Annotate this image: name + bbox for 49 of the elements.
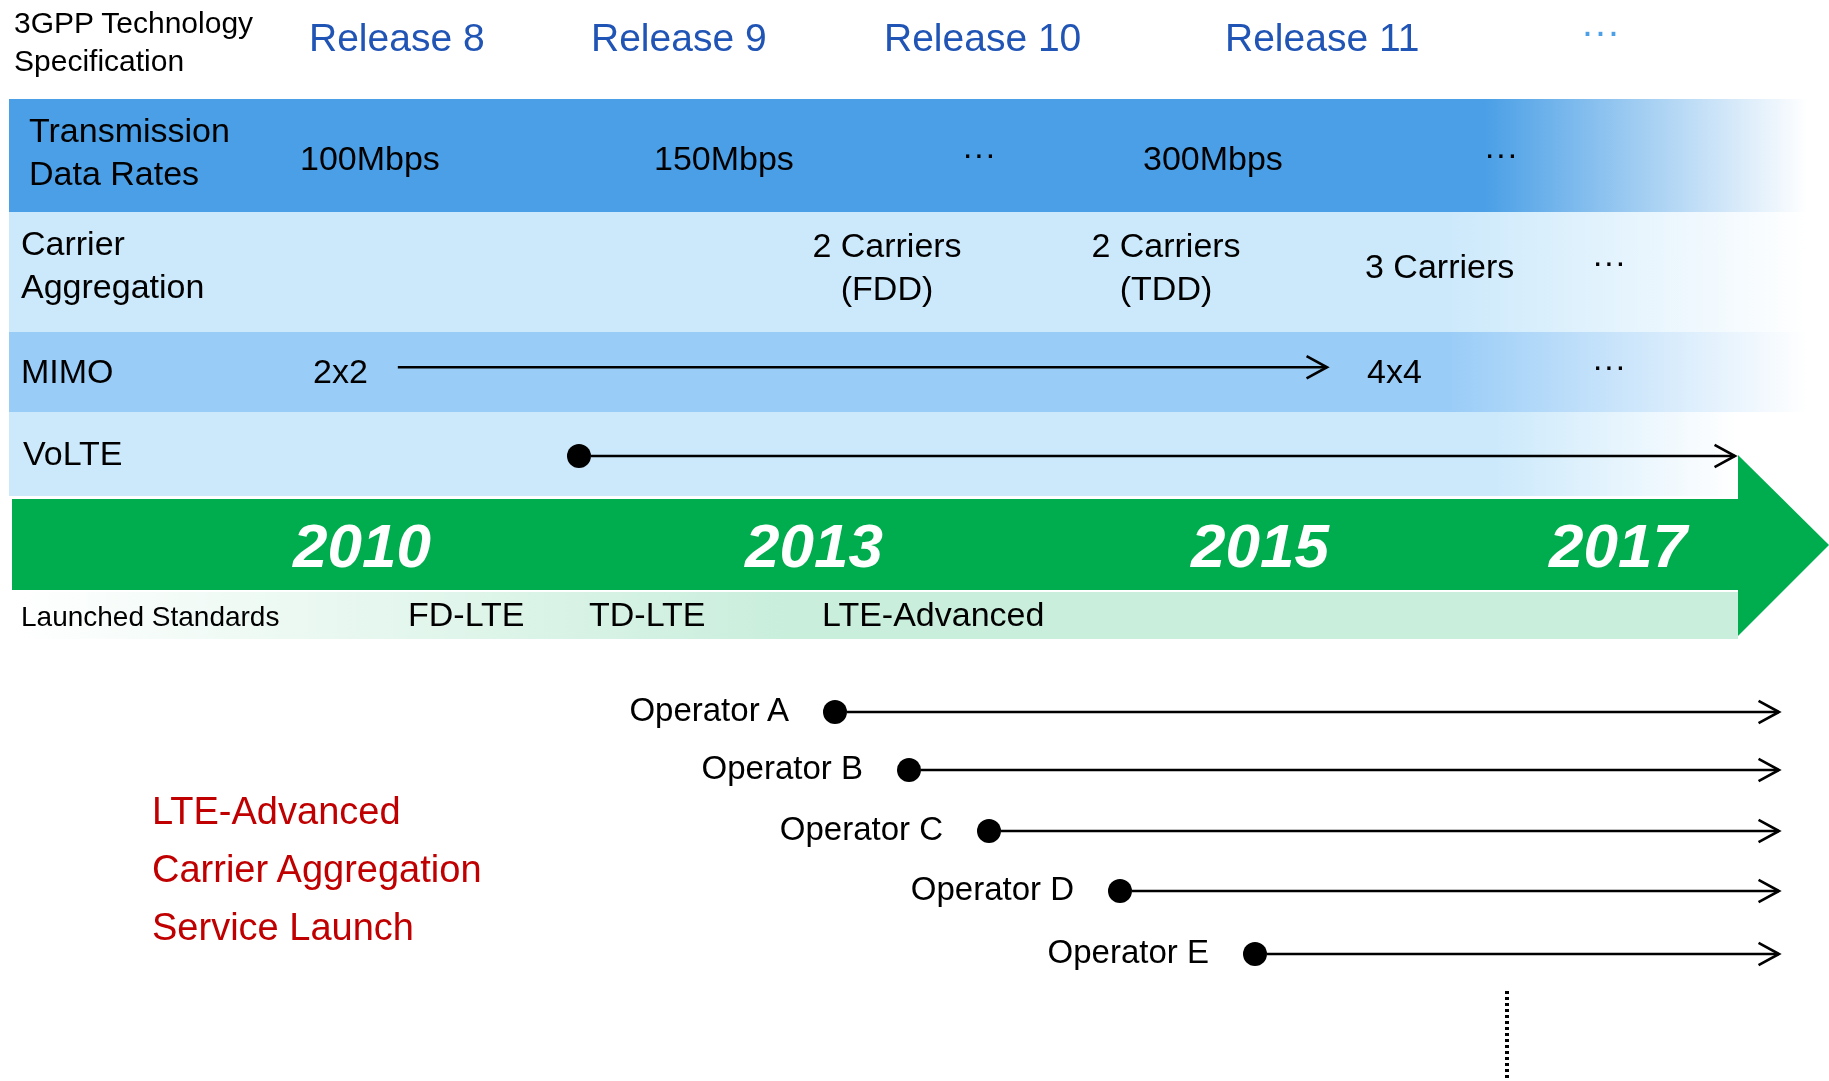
timeline-start-dot (977, 819, 1001, 843)
arrow (1132, 878, 1781, 904)
operator-label: Operator B (701, 748, 863, 788)
ellipsis-text: ··· (1592, 241, 1626, 282)
release-heading: Release 8 (309, 15, 485, 61)
row-heading: MIMO (21, 351, 114, 392)
launch-note: LTE-Advanced Carrier Aggregation Service Launch (152, 789, 483, 950)
release-heading: Release 9 (591, 15, 767, 61)
timeline-start-dot (823, 700, 847, 724)
ellipsis-text: ··· (1484, 133, 1518, 174)
row-heading: VoLTE (23, 433, 123, 474)
arrow (397, 354, 1329, 380)
carrier-value: 2 Carriers (TDD) (1090, 225, 1242, 309)
operator-label: Operator C (779, 809, 943, 849)
year-text: 2017 (1518, 507, 1718, 585)
timeline-start-dot (1108, 879, 1132, 903)
carrier-value: 2 Carriers (FDD) (811, 225, 963, 309)
row-heading: Carrier Aggregation (21, 223, 206, 307)
ellipsis-text: ··· (1581, 9, 1620, 55)
release-heading: Release 10 (884, 15, 1082, 61)
arrow (847, 699, 1781, 725)
arrow (1267, 941, 1781, 967)
rate-value: 150Mbps (654, 138, 794, 179)
year-text: 2015 (1189, 510, 1331, 582)
release-heading: Release 11 (1225, 15, 1420, 61)
header-heading: 3GPP Technology Specification (14, 5, 255, 79)
timeline-start-dot (1243, 942, 1267, 966)
standard-name: LTE-Advanced (822, 594, 1045, 635)
carrier-value: 3 Carriers (1365, 246, 1515, 287)
standard-name: FD-LTE (408, 594, 525, 635)
operator-label: Operator A (629, 690, 789, 730)
row-heading: Transmission Data Rates (29, 110, 231, 194)
mimo-value: 4x4 (1367, 350, 1422, 393)
arrow (591, 443, 1737, 469)
rate-value: 100Mbps (300, 138, 440, 179)
operator-label: Operator E (1047, 932, 1209, 972)
ellipsis-text: ··· (1592, 345, 1626, 386)
mimo-value: 2x2 (313, 350, 368, 393)
rate-value: 300Mbps (1143, 138, 1283, 179)
timeline-start-dot (897, 758, 921, 782)
arrow (1001, 818, 1781, 844)
ellipsis-text: ··· (962, 133, 996, 174)
operator-label: Operator D (910, 869, 1074, 909)
standard-name: TD-LTE (589, 594, 706, 635)
arrow (921, 757, 1781, 783)
year-text: 2010 (291, 510, 432, 582)
row-heading: Launched Standards (21, 600, 280, 634)
year-text: 2013 (743, 510, 884, 582)
start-dot-dot (567, 444, 591, 468)
